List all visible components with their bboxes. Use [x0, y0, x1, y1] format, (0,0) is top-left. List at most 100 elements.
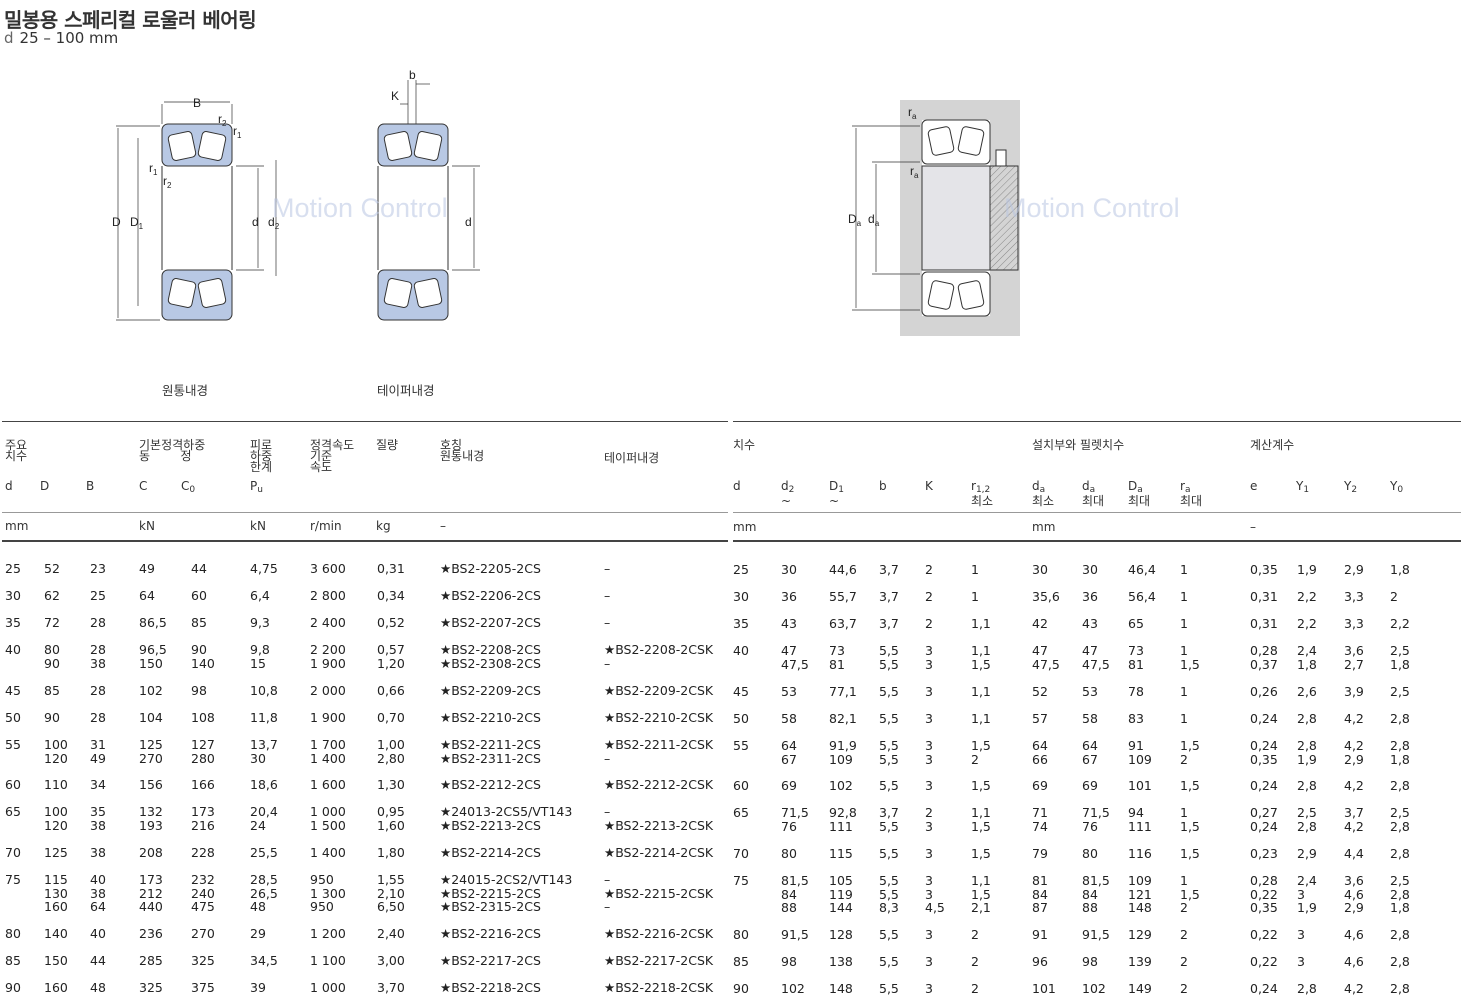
table-cell-C: 208 — [139, 845, 163, 860]
table-cell-D1: 138 — [829, 954, 853, 969]
table-cell-d: 25 — [5, 561, 21, 576]
table-cell-C0: 60 — [191, 588, 207, 603]
table-cell-Y0: 1,8 — [1390, 562, 1410, 577]
table-cell-C0: 270 — [191, 926, 215, 941]
table-cell-des: ★24013-2CS5/VT143 ★BS2-2213-2CS — [440, 804, 573, 833]
table-cell-r12: 1,1 1,5 2,1 — [971, 873, 991, 915]
table-cell-C: 156 — [139, 777, 163, 792]
table-cell-r12: 1,1 — [971, 684, 991, 699]
table-cell-Y0: 2,5 2,8 1,8 — [1390, 873, 1410, 915]
table-cell-D1: 55,7 — [829, 589, 857, 604]
table-cell-r12: 1,5 — [971, 778, 991, 793]
svg-text:ra: ra — [908, 105, 917, 121]
table-cell-Pu: 28,5 26,5 48 — [250, 872, 278, 914]
table-cell-B: 23 — [90, 561, 106, 576]
table-cell-tap: – — [604, 588, 611, 603]
bearing-drawings: B r2 r1 r1 r2 D D1 d d2 b K d — [112, 68, 1020, 336]
table-cell-d2: 102 — [781, 981, 805, 996]
table-cell-damax: 30 — [1082, 562, 1098, 577]
table-cell-D: 72 — [44, 615, 60, 630]
table-cell-Y0: 2,5 1,8 — [1390, 643, 1410, 672]
table-cell-B: 28 — [90, 710, 106, 725]
table-cell-ramax: 2 — [1180, 954, 1188, 969]
table-cell-e: 0,31 — [1250, 589, 1278, 604]
table-cell-speed: 950 1 300 950 — [310, 872, 346, 914]
table-cell-Y2: 4,6 — [1344, 927, 1364, 942]
table-cell-C0: 325 — [191, 953, 215, 968]
table-cell-d2: 81,5 84 88 — [781, 873, 809, 915]
table-cell-ramax: 1 1,5 — [1180, 643, 1200, 672]
table-cell-b: 5,5 — [879, 954, 899, 969]
table-cell-Damax: 101 — [1128, 778, 1152, 793]
table-cell-damax: 71,5 76 — [1082, 805, 1110, 834]
table-cell-B: 35 38 — [90, 804, 106, 833]
table-rule — [2, 540, 728, 542]
table-cell-B: 28 — [90, 615, 106, 630]
table-cell-Y2: 4,6 — [1344, 954, 1364, 969]
table-cell-r12: 1 — [971, 562, 979, 577]
table-cell-damin: 35,6 — [1032, 589, 1060, 604]
svg-text:B: B — [193, 96, 201, 110]
table-cell-des: ★BS2-2218-2CS — [440, 980, 541, 995]
table-cell-tap: ★BS2-2217-2CSK — [604, 953, 714, 968]
table-cell-damax: 43 — [1082, 616, 1098, 631]
table-cell-d: 65 — [5, 804, 21, 819]
table-cell-damin: 42 — [1032, 616, 1048, 631]
table-cell-B: 40 38 64 — [90, 872, 106, 914]
table-cell-K: 3 3 — [925, 643, 933, 672]
table-cell-r12: 2 — [971, 981, 979, 996]
table-cell-D1: 82,1 — [829, 711, 857, 726]
table-cell-speed: 2 800 — [310, 588, 346, 603]
table-cell-e: 0,22 — [1250, 927, 1278, 942]
table-cell-damin: 64 66 — [1032, 738, 1048, 767]
table-cell-Y1: 2,2 — [1297, 616, 1317, 631]
table-cell-C: 102 — [139, 683, 163, 698]
table-cell-D: 100 120 — [44, 737, 68, 766]
table-cell-Y0: 2,8 — [1390, 846, 1410, 861]
table-cell-Y0: 2,5 — [1390, 684, 1410, 699]
table-cell-C: 125 270 — [139, 737, 163, 766]
table-cell-ramax: 1 1,5 2 — [1180, 873, 1200, 915]
table-cell-des: ★BS2-2211-2CS ★BS2-2311-2CS — [440, 737, 541, 766]
table-cell-ramax: 1 — [1180, 684, 1188, 699]
table-cell-B: 28 38 — [90, 642, 106, 671]
table-cell-D: 80 90 — [44, 642, 60, 671]
table-cell-Y2: 4,2 — [1344, 711, 1364, 726]
table-cell-ramax: 1 — [1180, 589, 1188, 604]
table-cell-des: ★BS2-2209-2CS — [440, 683, 541, 698]
table-cell-damin: 71 74 — [1032, 805, 1048, 834]
table-cell-Y1: 2,9 — [1297, 846, 1317, 861]
table-cell-Y2: 4,2 2,9 — [1344, 738, 1364, 767]
header-dimensions: 치수 — [733, 438, 756, 452]
table-cell-e: 0,28 0,37 — [1250, 643, 1278, 672]
table-cell-e: 0,24 — [1250, 711, 1278, 726]
table-cell-Y1: 3 — [1297, 927, 1305, 942]
table-cell-Pu: 10,8 — [250, 683, 278, 698]
table-cell-d2: 64 67 — [781, 738, 797, 767]
table-cell-D: 150 — [44, 953, 68, 968]
subtitle-range: 25 – 100 mm — [19, 29, 119, 47]
table-cell-ramax: 1 — [1180, 616, 1188, 631]
table-cell-mass: 0,31 — [377, 561, 405, 576]
table-rule — [733, 540, 1461, 542]
symbol-D1: D1~ — [829, 479, 844, 508]
table-cell-d: 25 — [733, 562, 749, 577]
table-cell-e: 0,24 — [1250, 981, 1278, 996]
table-cell-Y0: 2,5 2,8 — [1390, 805, 1410, 834]
table-cell-Y1: 2,8 1,9 — [1297, 738, 1317, 767]
header-fatigue-limit: 피로 하중 한계 — [250, 438, 273, 474]
table-cell-B: 38 — [90, 845, 106, 860]
table-cell-mass: 0,66 — [377, 683, 405, 698]
svg-text:d: d — [252, 215, 259, 229]
symbol-Pu: Pu — [250, 479, 263, 495]
table-cell-e: 0,24 0,35 — [1250, 738, 1278, 767]
table-cell-C0: 228 — [191, 845, 215, 860]
table-cell-damax: 69 — [1082, 778, 1098, 793]
svg-text:D: D — [112, 215, 121, 229]
table-cell-D: 90 — [44, 710, 60, 725]
table-cell-speed: 1 000 — [310, 980, 346, 995]
table-cell-K: 3 — [925, 846, 933, 861]
table-cell-D1: 63,7 — [829, 616, 857, 631]
table-cell-speed: 1 900 — [310, 710, 346, 725]
